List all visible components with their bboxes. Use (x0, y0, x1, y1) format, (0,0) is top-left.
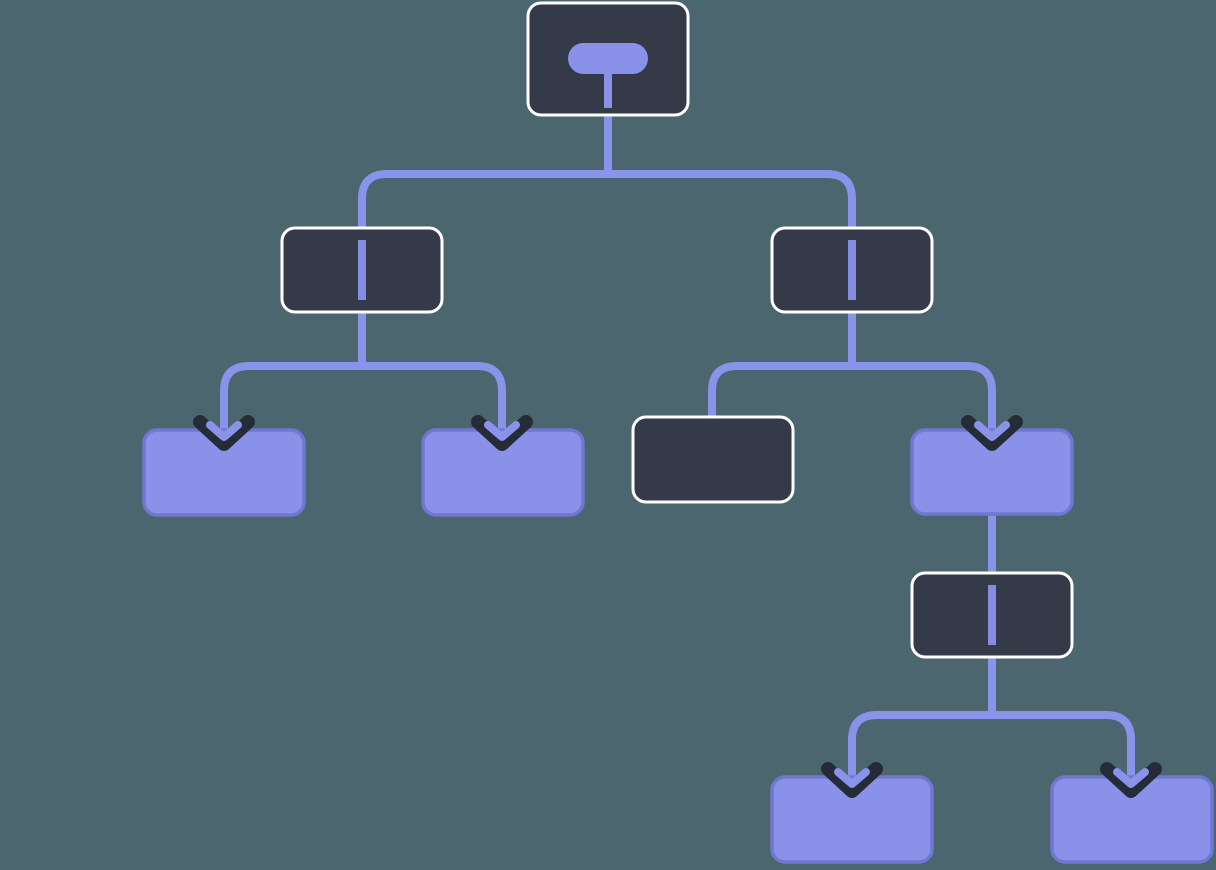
node-leaf-1[interactable] (142, 428, 306, 517)
chevron-dark-backdrop (821, 762, 883, 798)
chevron-down-arrowhead-icon (471, 415, 533, 451)
chevron-dark-backdrop (961, 415, 1023, 451)
chevron-purple-head (484, 421, 520, 441)
chevron-dark-backdrop (1100, 762, 1162, 798)
node-branch-left[interactable] (280, 226, 444, 314)
pill-tree-icon (568, 43, 648, 74)
node-leaf-5[interactable] (1050, 775, 1214, 864)
chevron-purple-head (974, 421, 1010, 441)
node-branch-right[interactable] (770, 226, 934, 314)
node-body-purple (142, 428, 306, 517)
chevron-dark-backdrop (471, 415, 533, 451)
node-leaf-4[interactable] (770, 775, 934, 864)
chevron-down-arrowhead-icon (961, 415, 1023, 451)
edge-rail-bottom (848, 711, 1135, 782)
node-branch-chain[interactable] (910, 571, 1074, 659)
edge-rail-right (708, 362, 996, 435)
chevron-dark-backdrop (193, 415, 255, 451)
chevron-down-arrowhead-icon (821, 762, 883, 798)
chevron-purple-head (206, 421, 242, 441)
chevron-purple-head (1113, 768, 1149, 788)
chevron-purple-head (834, 768, 870, 788)
node-root[interactable] (526, 1, 690, 117)
edge-rail-top (358, 170, 856, 231)
chevron-down-arrowhead-icon (193, 415, 255, 451)
node-body-purple (421, 428, 585, 517)
chevron-down-arrowhead-icon (1100, 762, 1162, 798)
edge-rail-left (220, 362, 506, 435)
node-body-dark (631, 415, 795, 504)
node-leaf-3[interactable] (910, 428, 1074, 516)
node-leaf-dark[interactable] (631, 415, 795, 504)
node-body-purple (770, 775, 934, 864)
node-body-purple (910, 428, 1074, 516)
node-leaf-2[interactable] (421, 428, 585, 517)
node-body-purple (1050, 775, 1214, 864)
